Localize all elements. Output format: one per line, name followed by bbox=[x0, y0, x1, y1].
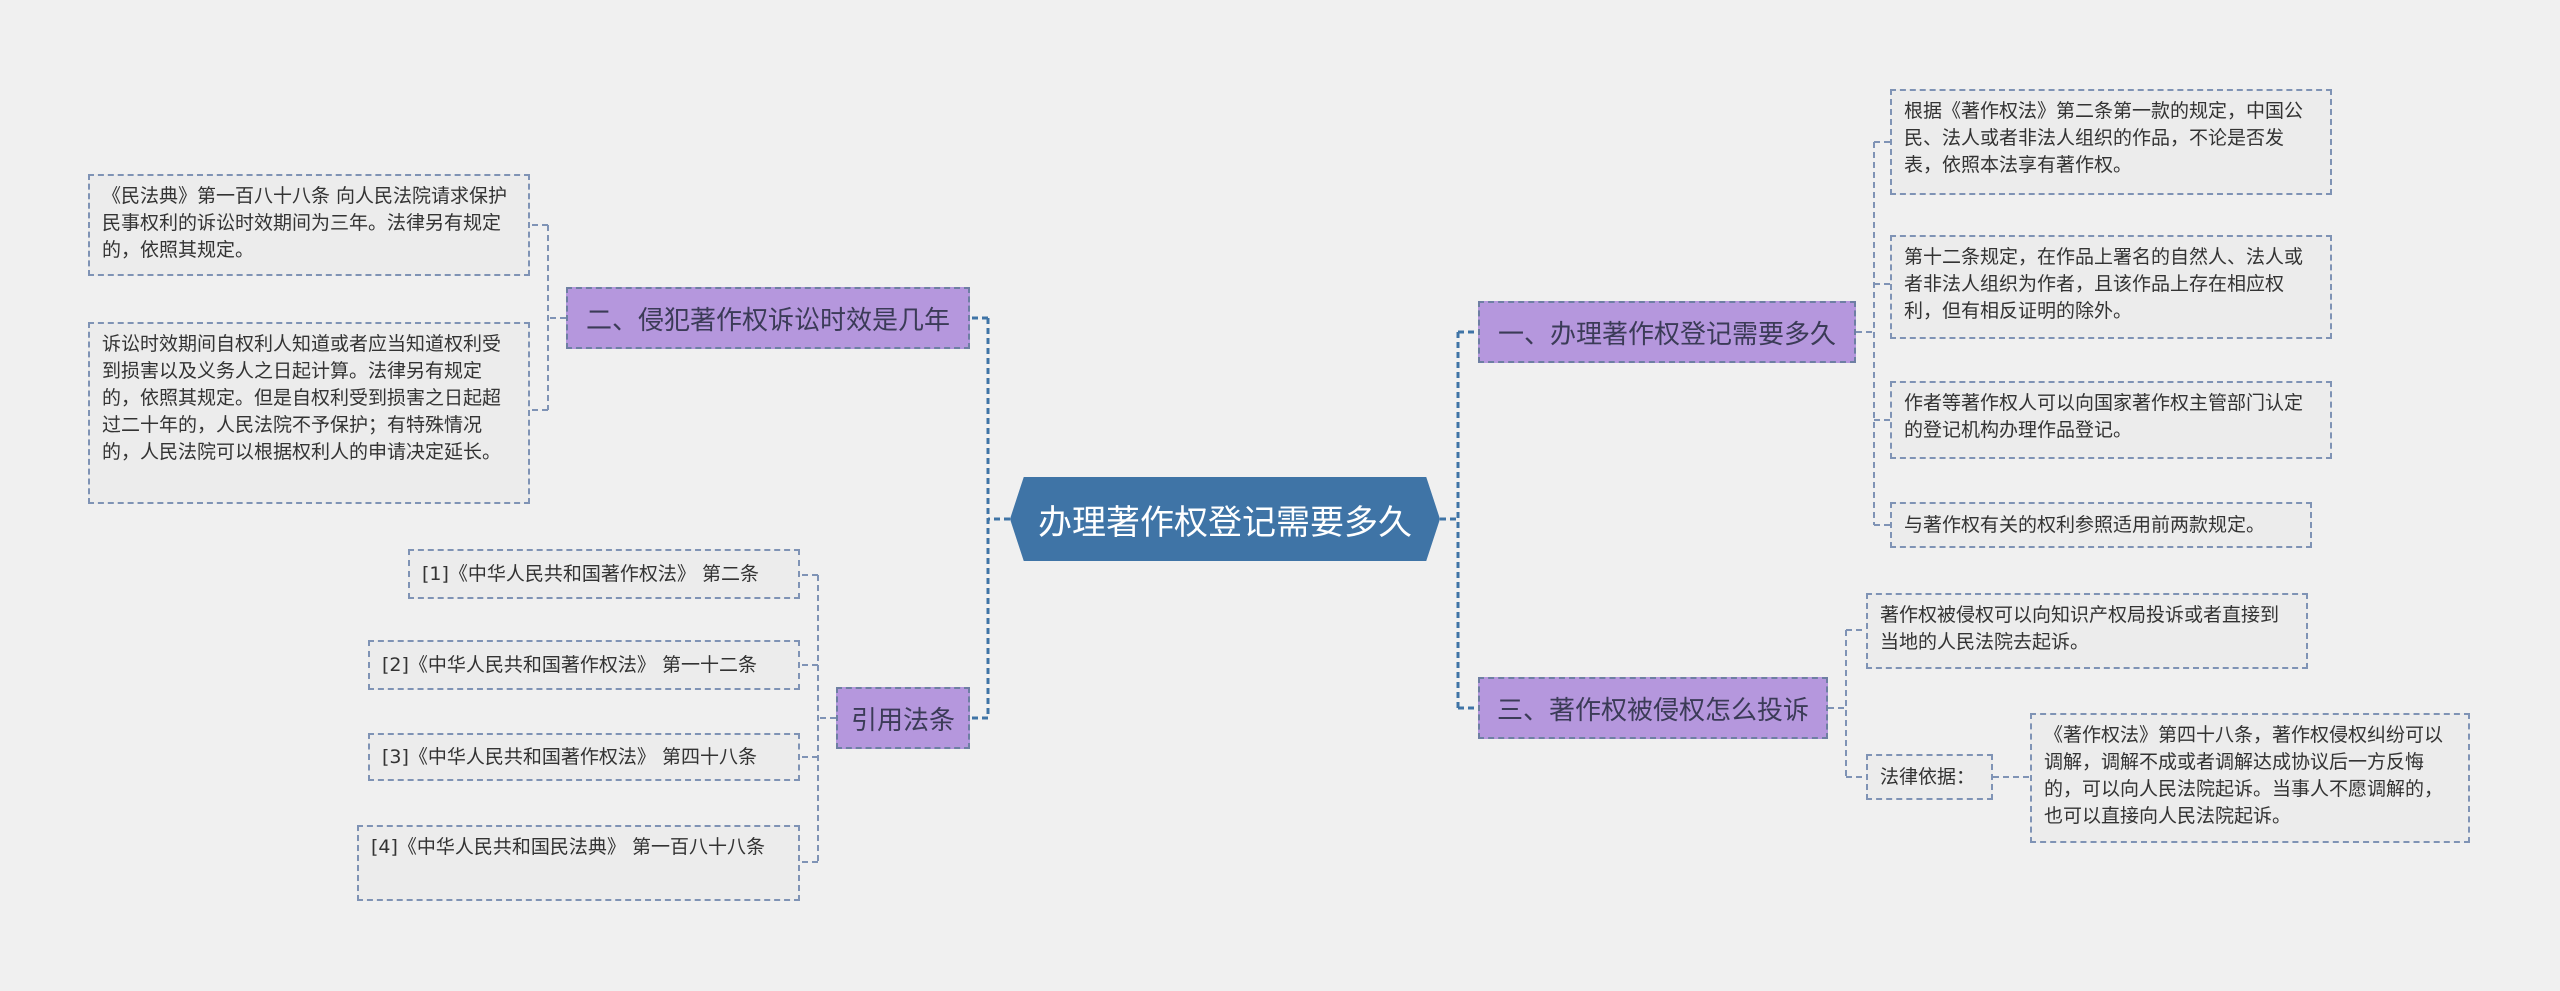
citation-1[interactable]: [1]《中华人民共和国著作权法》 第二条 bbox=[408, 549, 800, 599]
leaf-limitation-start[interactable]: 诉讼时效期间自权利人知道或者应当知道权利受到损害以及义务人之日起计算。法律另有规… bbox=[88, 322, 530, 504]
leaf-text: 作者等著作权人可以向国家著作权主管部门认定的登记机构办理作品登记。 bbox=[1904, 392, 2304, 441]
branch-registration-time[interactable]: 一、办理著作权登记需要多久 bbox=[1478, 301, 1856, 363]
branch-cited-articles[interactable]: 引用法条 bbox=[836, 687, 970, 749]
central-topic[interactable]: 办理著作权登记需要多久 bbox=[1010, 477, 1440, 561]
branch-limitation-period[interactable]: 二、侵犯著作权诉讼时效是几年 bbox=[566, 287, 970, 349]
leaf-text: 与著作权有关的权利参照适用前两款规定。 bbox=[1904, 513, 2266, 536]
leaf-article-12-author[interactable]: 第十二条规定，在作品上署名的自然人、法人或者非法人组织为作者，且该作品上存在相应… bbox=[1890, 235, 2332, 339]
branch-infringement-complaint[interactable]: 三、著作权被侵权怎么投诉 bbox=[1478, 677, 1828, 739]
leaf-related-rights[interactable]: 与著作权有关的权利参照适用前两款规定。 bbox=[1890, 502, 2312, 548]
leaf-text: 法律依据： bbox=[1880, 765, 1976, 788]
citation-4[interactable]: [4]《中华人民共和国民法典》 第一百八十八条 bbox=[357, 825, 800, 901]
leaf-copyright-law-article-2[interactable]: 根据《著作权法》第二条第一款的规定，中国公民、法人或者非法人组织的作品，不论是否… bbox=[1890, 89, 2332, 195]
citation-text: [2]《中华人民共和国著作权法》 第一十二条 bbox=[382, 653, 757, 676]
leaf-legal-basis[interactable]: 法律依据： bbox=[1866, 754, 1993, 800]
branch-cited-articles-label: 引用法条 bbox=[850, 705, 955, 736]
branch-registration-time-label: 一、办理著作权登记需要多久 bbox=[1497, 319, 1836, 350]
central-topic-label: 办理著作权登记需要多久 bbox=[1038, 502, 1412, 543]
leaf-text: 《著作权法》第四十八条，著作权侵权纠纷可以调解，调解不成或者调解达成协议后一方反… bbox=[2044, 724, 2444, 827]
leaf-complaint-method[interactable]: 著作权被侵权可以向知识产权局投诉或者直接到当地的人民法院去起诉。 bbox=[1866, 593, 2308, 669]
branch-infringement-complaint-label: 三、著作权被侵权怎么投诉 bbox=[1496, 695, 1809, 726]
citation-3[interactable]: [3]《中华人民共和国著作权法》 第四十八条 bbox=[368, 733, 800, 781]
leaf-registration-agency[interactable]: 作者等著作权人可以向国家著作权主管部门认定的登记机构办理作品登记。 bbox=[1890, 381, 2332, 459]
leaf-civil-code-article-188[interactable]: 《民法典》第一百八十八条 向人民法院请求保护民事权利的诉讼时效期间为三年。法律另… bbox=[88, 174, 530, 276]
citation-text: [3]《中华人民共和国著作权法》 第四十八条 bbox=[382, 745, 757, 768]
citation-text: [4]《中华人民共和国民法典》 第一百八十八条 bbox=[371, 836, 765, 858]
citation-text: [1]《中华人民共和国著作权法》 第二条 bbox=[422, 562, 759, 585]
citation-2[interactable]: [2]《中华人民共和国著作权法》 第一十二条 bbox=[368, 640, 800, 690]
leaf-text: 第十二条规定，在作品上署名的自然人、法人或者非法人组织为作者，且该作品上存在相应… bbox=[1904, 246, 2304, 322]
leaf-text: 著作权被侵权可以向知识产权局投诉或者直接到当地的人民法院去起诉。 bbox=[1880, 604, 2280, 653]
branch-limitation-period-label: 二、侵犯著作权诉讼时效是几年 bbox=[585, 305, 950, 336]
leaf-text: 根据《著作权法》第二条第一款的规定，中国公民、法人或者非法人组织的作品，不论是否… bbox=[1904, 100, 2304, 176]
leaf-text: 《民法典》第一百八十八条 向人民法院请求保护民事权利的诉讼时效期间为三年。法律另… bbox=[102, 185, 508, 261]
leaf-copyright-law-article-48[interactable]: 《著作权法》第四十八条，著作权侵权纠纷可以调解，调解不成或者调解达成协议后一方反… bbox=[2030, 713, 2470, 843]
leaf-text: 诉讼时效期间自权利人知道或者应当知道权利受到损害以及义务人之日起计算。法律另有规… bbox=[102, 333, 502, 463]
